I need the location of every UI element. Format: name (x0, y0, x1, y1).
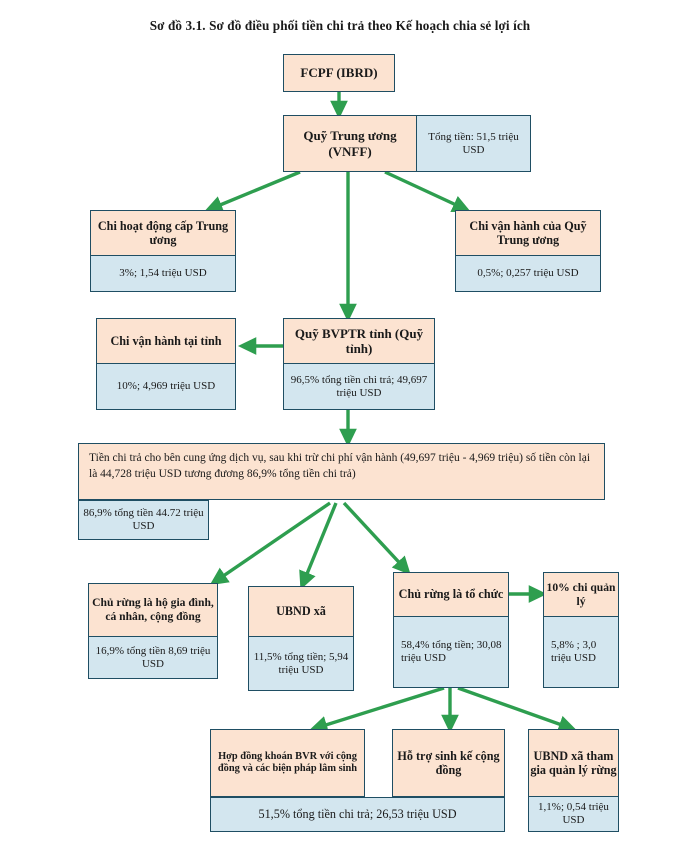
vnff-header: Quỹ Trung ương (VNFF) (283, 115, 417, 172)
central-fund-running-header: Chi vận hành của Quỹ Trung ương (455, 210, 601, 256)
owner-org-header: Chủ rừng là tổ chức (393, 572, 509, 617)
node-central-operation[interactable]: Chi hoạt động cấp Trung ương 3%; 1,54 tr… (90, 210, 236, 292)
ubnd-forest-detail: 1,1%; 0,54 triệu USD (528, 797, 619, 832)
province-running-header: Chi vận hành tại tỉnh (96, 318, 236, 364)
central-fund-running-detail: 0,5%; 0,257 triệu USD (455, 256, 601, 292)
node-owner-org[interactable]: Chủ rừng là tổ chức 58,4% tổng tiền; 30,… (393, 572, 509, 688)
management-fee-detail: 5,8% ; 3,0 triệu USD (543, 617, 619, 688)
arrow-org-to-bvr-contract (309, 686, 445, 734)
arrow-org-to-ubnd-forest (457, 686, 577, 733)
node-ubnd-forest[interactable]: UBND xã tham gia quản lý rừng 1,1%; 0,54… (528, 729, 619, 832)
node-province-running[interactable]: Chi vận hành tại tỉnh 10%; 4,969 triệu U… (96, 318, 236, 410)
fcpf-header: FCPF (IBRD) (283, 54, 395, 92)
node-payment-note[interactable]: Tiền chi trả cho bên cung ứng dịch vụ, s… (78, 443, 605, 540)
central-operation-header: Chi hoạt động cấp Trung ương (90, 210, 236, 256)
owner-household-detail: 16,9% tổng tiền 8,69 triệu USD (88, 637, 218, 679)
livelihood-support-header: Hỗ trợ sinh kế cộng đồng (392, 729, 505, 797)
node-livelihood-support[interactable]: Hỗ trợ sinh kế cộng đồng (392, 729, 505, 797)
payment-note-detail: 86,9% tổng tiền 44.72 triệu USD (78, 500, 209, 540)
arrow-vnff-to-central-fund-running (384, 170, 471, 213)
node-fcpf[interactable]: FCPF (IBRD) (283, 54, 395, 92)
node-central-fund-running[interactable]: Chi vận hành của Quỹ Trung ương 0,5%; 0,… (455, 210, 601, 292)
node-management-fee[interactable]: 10% chi quản lý 5,8% ; 3,0 triệu USD (543, 572, 619, 688)
central-operation-detail: 3%; 1,54 triệu USD (90, 256, 236, 292)
node-bvr-contract[interactable]: Hợp đồng khoán BVR với cộng đồng và các … (210, 729, 365, 797)
payment-note-text: Tiền chi trả cho bên cung ứng dịch vụ, s… (78, 443, 605, 500)
node-vnff[interactable]: Quỹ Trung ương (VNFF) Tổng tiền: 51,5 tr… (283, 115, 531, 172)
node-ubnd-commune[interactable]: UBND xã 11,5% tổng tiền; 5,94 triệu USD (248, 586, 354, 691)
bvptr-detail: 96,5% tổng tiền chi trả; 49,697 triệu US… (283, 364, 435, 410)
arrow-vnff-to-central-operation (204, 170, 301, 213)
owner-org-detail: 58,4% tổng tiền; 30,08 triệu USD (393, 617, 509, 688)
province-running-detail: 10%; 4,969 triệu USD (96, 364, 236, 410)
owner-household-header: Chủ rừng là hộ gia đình, cá nhân, cộng đ… (88, 583, 218, 637)
node-bvptr[interactable]: Quỹ BVPTR tỉnh (Quỹ tỉnh) 96,5% tổng tiề… (283, 318, 435, 410)
shared-detail-text: 51,5% tổng tiền chi trả; 26,53 triệu USD (210, 797, 505, 832)
ubnd-commune-detail: 11,5% tổng tiền; 5,94 triệu USD (248, 637, 354, 691)
node-owner-household[interactable]: Chủ rừng là hộ gia đình, cá nhân, cộng đ… (88, 583, 218, 679)
node-shared-detail[interactable]: 51,5% tổng tiền chi trả; 26,53 triệu USD (210, 797, 505, 832)
ubnd-forest-header: UBND xã tham gia quản lý rừng (528, 729, 619, 797)
bvr-contract-header: Hợp đồng khoán BVR với cộng đồng và các … (210, 729, 365, 797)
management-fee-header: 10% chi quản lý (543, 572, 619, 617)
ubnd-commune-header: UBND xã (248, 586, 354, 637)
bvptr-header: Quỹ BVPTR tỉnh (Quỹ tỉnh) (283, 318, 435, 364)
vnff-total-amount: Tổng tiền: 51,5 triệu USD (417, 115, 531, 172)
page-title: Sơ đồ 3.1. Sơ đồ điều phối tiền chi trả … (149, 18, 531, 33)
